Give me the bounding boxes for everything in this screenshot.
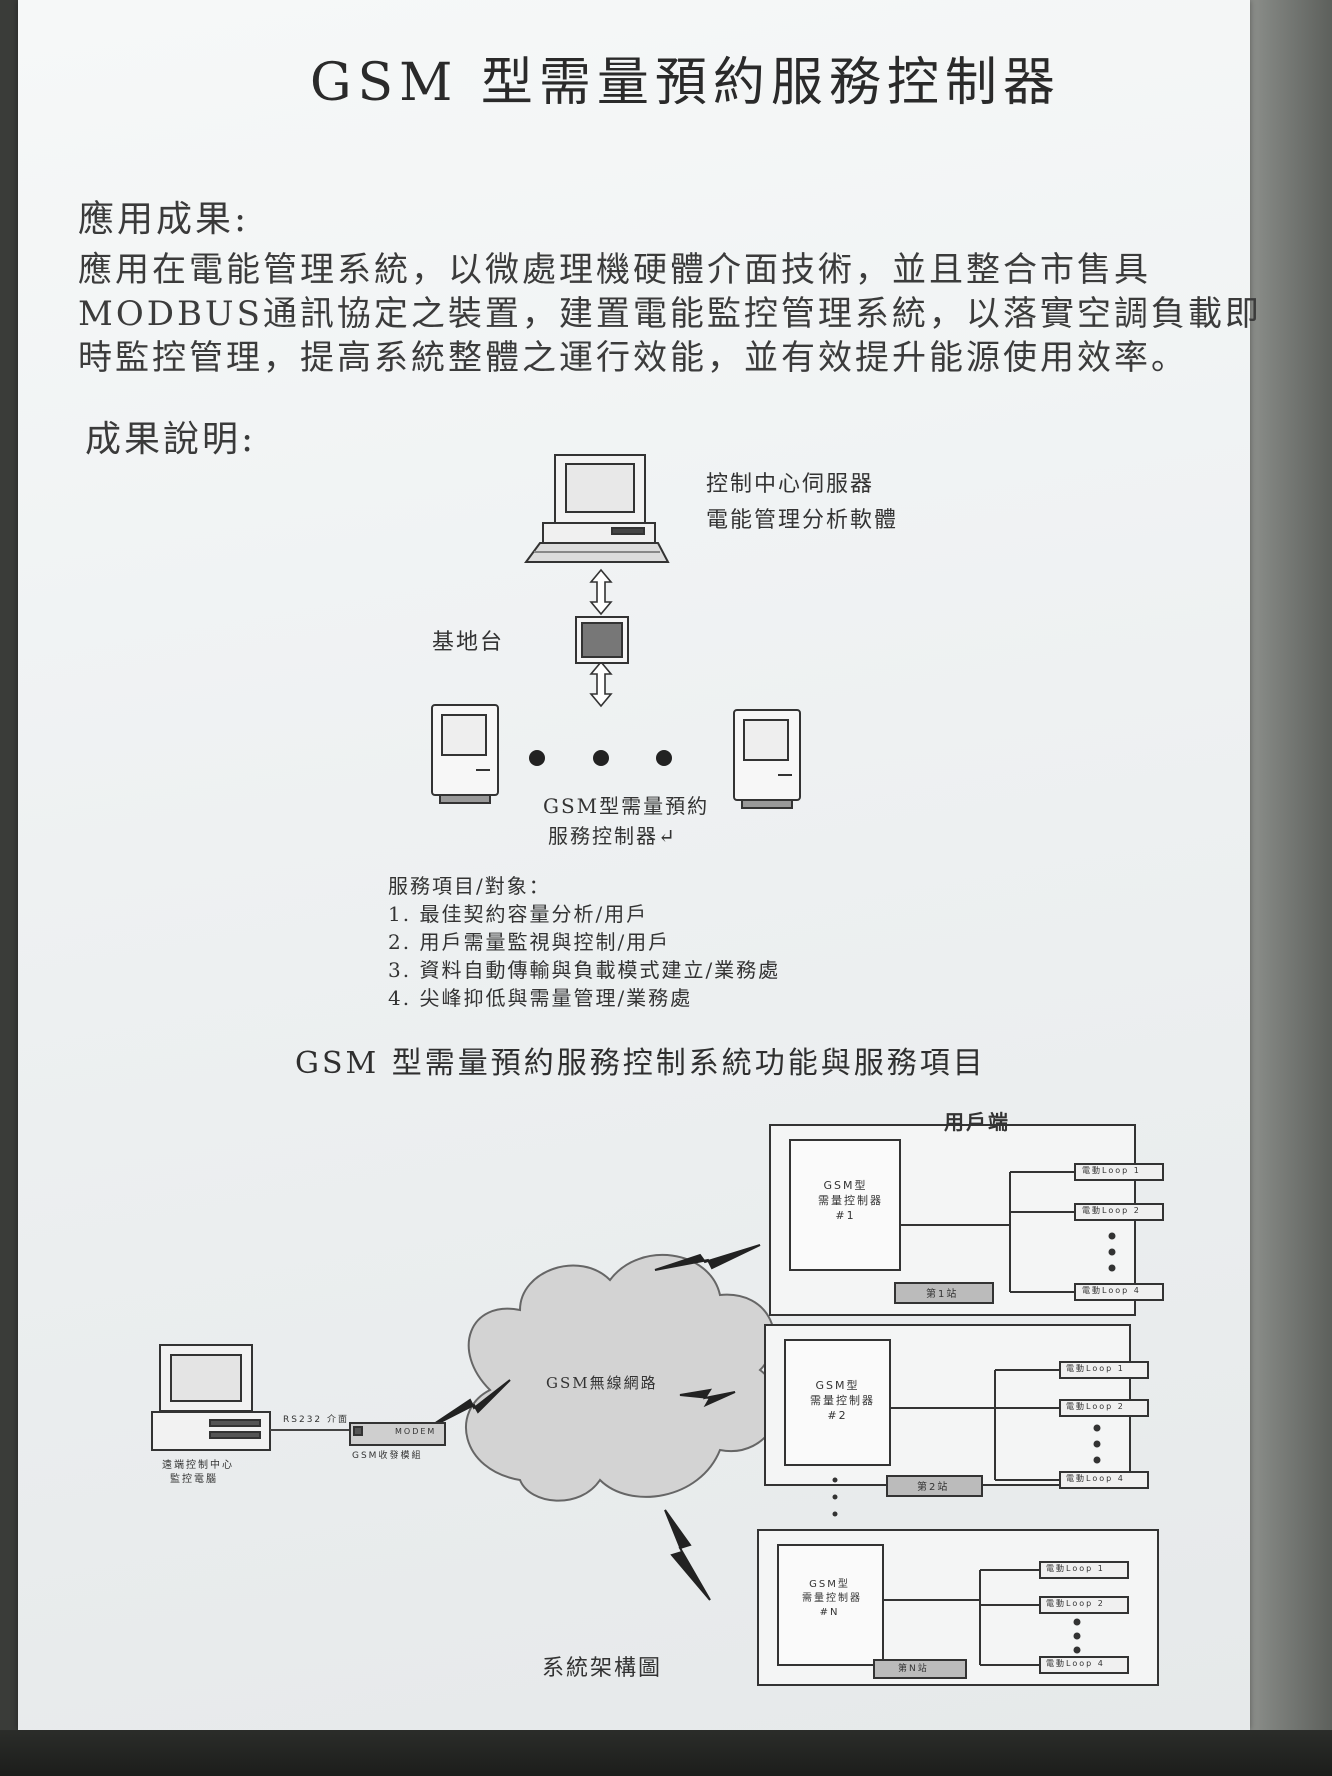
service-heading: 服務項目/對象： [388,874,551,898]
server-label: 控制中心伺服器 [706,472,875,497]
paragraph-line: 時監控管理，提高系統整體之運行效能，並有效提升能源使用效率。 [78,338,1188,378]
loop-label: 電動Loop 4 [1046,1659,1105,1668]
client-side-label: 用戶端 [944,1110,1010,1134]
frame-edge [0,1730,1332,1776]
service-item: 2. 用戶需量監視與控制/用戶 [388,930,671,954]
base-station-icon [575,616,629,664]
monitoring-computer-icon [151,1344,271,1451]
gsm-modem-icon [349,1422,446,1446]
results-paragraph: 應用在電能管理系統，以微處理機硬體介面技術，並且整合市售具 MODBUS通訊協定… [78,248,1278,380]
paragraph-line: MODBUS通訊協定之裝置，建置電能監控管理系統，以落實空調負載即 [78,294,1262,334]
base-station-label: 基地台 [432,630,505,655]
loop-label: 電動Loop 4 [1066,1474,1125,1483]
gsm-network-cloud-icon [465,1254,780,1502]
service-item: 1. 最佳契約容量分析/用戶 [388,902,649,926]
section-heading-explanation: 成果說明: [85,419,257,460]
network-label: GSM無線網路 [546,1374,658,1392]
loop-label: 電動Loop 1 [1046,1564,1105,1573]
software-label: 電能管理分析軟體 [706,508,899,533]
service-item: 3. 資料自動傳輸與負載模式建立/業務處 [388,958,781,982]
service-list: 服務項目/對象： 1. 最佳契約容量分析/用戶 2. 用戶需量監視與控制/用戶 … [388,872,780,1012]
loop-label: 電動Loop 2 [1046,1599,1105,1608]
section-heading-results: 應用成果: [78,199,250,240]
diagram-caption: 系統架構圖 [542,1656,663,1681]
station-tag: 第1站 [926,1289,959,1300]
loop-label: 電動Loop 2 [1082,1206,1141,1215]
gsm-module-label: GSM收發模組 [352,1451,423,1461]
poster-title: GSM 型需量預約服務控制器 [310,53,1061,113]
station-tag: 第N站 [898,1664,929,1674]
remote-center-label: 遠端控制中心 [162,1460,234,1471]
station-dots [832,1477,838,1517]
wireless-link-icon [424,1244,761,1601]
controller-device-icon [733,709,801,809]
station-1 [769,1124,1164,1316]
service-item: 4. 尖峰抑低與需量管理/業務處 [388,986,693,1010]
loop-label: 電動Loop 2 [1066,1402,1125,1411]
station-n [757,1529,1159,1686]
paragraph-line: 應用在電能管理系統，以微處理機硬體介面技術，並且整合市售具 [78,250,1151,290]
double-arrow-icon [589,568,613,708]
controller-label-line2: 服務控制器↵ [548,824,677,848]
server-computer-icon [524,454,670,563]
controller-1-label: GSM型 需量控制器 #1 [818,1179,883,1222]
ellipsis-dots [529,750,672,766]
loop-label: 電動Loop 4 [1082,1286,1141,1295]
system-diagram-title: GSM 型需量預約服務控制系統功能與服務項目 [295,1046,986,1081]
station-2 [764,1324,1149,1497]
rs232-label: RS232 介面 [283,1415,350,1425]
controller-2-label: GSM型 需量控制器 #2 [810,1379,875,1422]
controller-device-icon [431,704,499,804]
modem-text: MODEM [395,1427,437,1436]
monitor-computer-label: 監控電腦 [170,1474,218,1485]
controller-label-line1: GSM型需量預約 [543,794,710,818]
controller-n-label: GSM型 需量控制器 #N [802,1579,862,1618]
loop-label: 電動Loop 1 [1082,1166,1141,1175]
loop-label: 電動Loop 1 [1066,1364,1125,1373]
station-tag: 第2站 [917,1482,950,1493]
